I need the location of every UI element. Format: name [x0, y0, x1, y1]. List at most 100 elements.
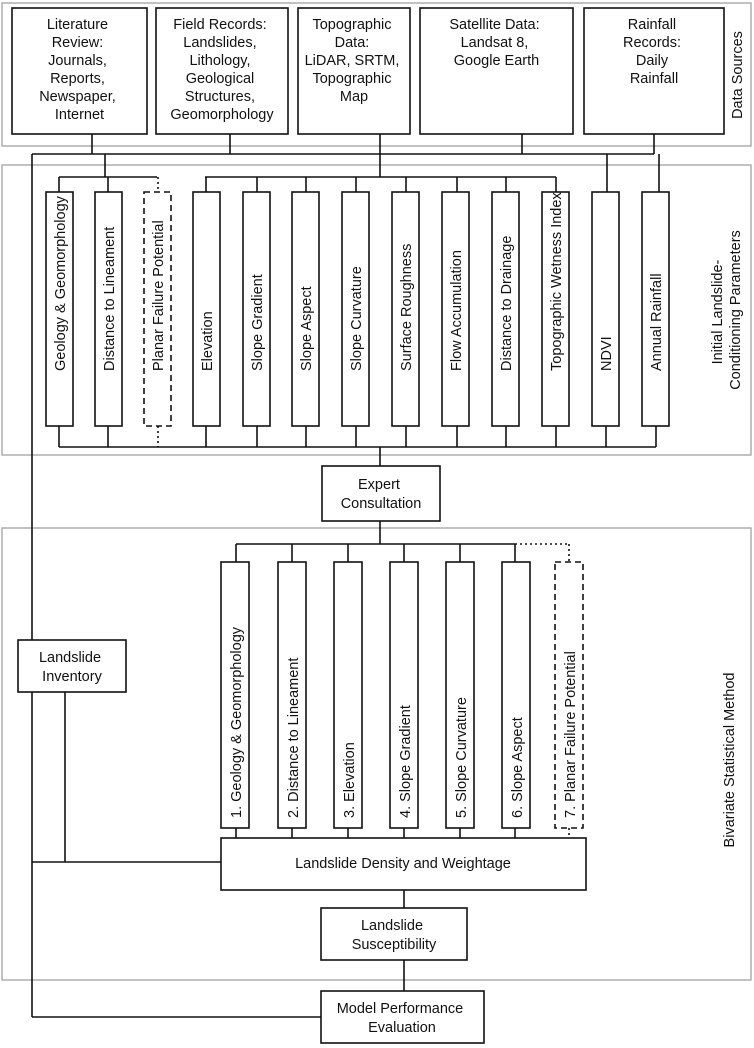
selected-elevation: 3. Elevation — [333, 561, 363, 829]
source-satellite: Satellite Data: Landsat 8, Google Earth — [419, 7, 574, 135]
source-field-records-line: Lithology, — [189, 53, 250, 69]
source-field-records-line: Landslides, — [183, 35, 256, 51]
inventory-line: Inventory — [42, 669, 102, 685]
model-evaluation-box: Model Performance Evaluation — [320, 990, 485, 1044]
selected-label: 5. Slope Curvature — [454, 697, 470, 818]
selected-label: 2. Distance to Lineament — [286, 658, 302, 818]
svg-text:Landslide Susceptibility: Landslide Susceptibility — [352, 918, 437, 953]
source-field-records-line: Field Records: — [173, 17, 266, 33]
source-literature: Literature Review: Journals, Reports, Ne… — [11, 7, 148, 135]
density-label: Landslide Density and Weightage — [295, 856, 511, 872]
svg-text:Satellite Data: Landsat: Satellite Data: Landsat 8, Google Earth — [449, 17, 543, 69]
source-literature-line: Newspaper, — [39, 89, 116, 105]
selected-label: 6. Slope Aspect — [510, 717, 526, 818]
param-label: Elevation — [200, 311, 216, 371]
param-slope-gradient: Slope Gradient — [242, 191, 271, 427]
source-field-records-line: Geomorphology — [170, 107, 274, 123]
param-geology-geomorphology: Geology & Geomorphology — [45, 191, 74, 427]
svg-text:Literature Review:: Literature Review: Journals, Reports, Ne… — [39, 17, 120, 123]
param-label: Planar Failure Potential — [151, 220, 167, 371]
selected-bottom-connectors — [235, 828, 570, 838]
source-topographic-line: Topographic — [312, 71, 391, 87]
selected-label: 3. Elevation — [342, 742, 358, 818]
param-label: Geology & Geomorphology — [53, 195, 69, 371]
initial-parameters-label: Initial Landslide- Conditioning Paramete… — [710, 230, 744, 390]
param-label: Slope Aspect — [299, 286, 315, 371]
param-elevation: Elevation — [192, 191, 221, 427]
inventory-line: Landslide — [39, 650, 101, 666]
source-literature-line: Internet — [55, 107, 104, 123]
source-rainfall-line: Rainfall — [628, 17, 676, 33]
svg-text:Rainfall Records:: Rainfall Records: Daily Rainfall — [623, 17, 685, 87]
param-label: Topographic Wetness Index — [549, 192, 565, 371]
source-topographic: Topographic Data: LiDAR, SRTM, Topograph… — [297, 7, 411, 135]
parameter-bottom-bus — [58, 426, 657, 466]
expert-line: Expert — [358, 477, 400, 493]
susceptibility-box: Landslide Susceptibility — [320, 907, 468, 961]
param-label: Distance to Lineament — [102, 227, 118, 371]
selected-label: 1. Geology & Geomorphology — [229, 626, 245, 818]
source-topographic-line: LiDAR, SRTM, — [305, 53, 400, 69]
svg-text:Model Performance Evalua: Model Performance Evaluation — [337, 1001, 468, 1036]
parameter-top-bus — [58, 176, 557, 192]
param-slope-curvature: Slope Curvature — [341, 191, 370, 427]
source-topographic-line: Data: — [335, 35, 370, 51]
data-sources-label: Data Sources — [730, 31, 746, 119]
susceptibility-line: Susceptibility — [352, 937, 437, 953]
initial-parameters-section — [1, 164, 752, 456]
source-satellite-line: Google Earth — [454, 53, 539, 69]
param-label: NDVI — [599, 336, 615, 371]
param-distance-to-lineament: Distance to Lineament — [94, 191, 123, 427]
param-planar-failure-potential: Planar Failure Potential — [143, 191, 172, 427]
param-topographic-wetness-index: Topographic Wetness Index — [541, 191, 570, 427]
selected-slope-curvature: 5. Slope Curvature — [445, 561, 475, 829]
evaluation-line: Evaluation — [368, 1020, 436, 1036]
param-surface-roughness: Surface Roughness — [391, 191, 420, 427]
param-label: Distance to Drainage — [499, 236, 515, 371]
source-topographic-line: Topographic — [312, 17, 391, 33]
bivariate-label: Bivariate Statistical Method — [722, 673, 738, 848]
inventory-connectors — [32, 692, 221, 863]
svg-text:Landslide Inventory: Landslide Inventory — [39, 650, 105, 685]
selected-top-bus — [235, 543, 570, 562]
svg-text:Expert Consultation: Expert Consultation — [341, 477, 422, 512]
svg-text:Field Records: Landslide: Field Records: Landslides, Lithology, Ge… — [170, 17, 274, 123]
param-annual-rainfall: Annual Rainfall — [641, 191, 670, 427]
svg-text:Topographic Data:: Topographic Data: LiDAR, SRTM, Topograph… — [305, 17, 404, 105]
selected-label: 7. Planar Failure Potential — [563, 651, 579, 818]
expert-consultation-box: Expert Consultation — [321, 465, 441, 522]
source-rainfall-line: Daily — [636, 53, 669, 69]
source-rainfall-line: Records: — [623, 35, 681, 51]
initial-parameters-label-line1: Initial Landslide- — [710, 259, 726, 364]
source-field-records-line: Structures, — [185, 89, 255, 105]
source-rainfall: Rainfall Records: Daily Rainfall — [583, 7, 725, 135]
source-connectors — [31, 134, 660, 1018]
selected-label: 4. Slope Gradient — [398, 705, 414, 818]
selected-parameter-boxes: 1. Geology & Geomorphology 2. Distance t… — [220, 561, 584, 829]
param-slope-aspect: Slope Aspect — [291, 191, 320, 427]
param-label: Surface Roughness — [399, 244, 415, 371]
expert-line: Consultation — [341, 496, 422, 512]
selected-distance-to-lineament: 2. Distance to Lineament — [277, 561, 307, 829]
param-label: Slope Gradient — [250, 274, 266, 371]
source-literature-line: Journals, — [48, 53, 107, 69]
param-label: Flow Accumulation — [449, 250, 465, 371]
source-satellite-line: Landsat 8, — [461, 35, 529, 51]
source-satellite-line: Satellite Data: — [449, 17, 539, 33]
param-ndvi: NDVI — [591, 191, 620, 427]
initial-parameters-label-line2: Conditioning Parameters — [728, 230, 744, 390]
landslide-inventory-box: Landslide Inventory — [17, 639, 127, 693]
selected-slope-gradient: 4. Slope Gradient — [389, 561, 419, 829]
param-distance-to-drainage: Distance to Drainage — [491, 191, 520, 427]
source-literature-line: Literature — [47, 17, 108, 33]
param-label: Slope Curvature — [349, 266, 365, 371]
param-flow-accumulation: Flow Accumulation — [441, 191, 470, 427]
evaluation-line: Model Performance — [337, 1001, 464, 1017]
param-label: Annual Rainfall — [649, 273, 665, 371]
source-field-records-line: Geological — [186, 71, 255, 87]
data-sources-section — [1, 2, 752, 147]
susceptibility-line: Landslide — [361, 918, 423, 934]
initial-parameter-boxes: Geology & Geomorphology Distance to Line… — [45, 191, 670, 427]
density-weightage-box: Landslide Density and Weightage — [220, 837, 587, 891]
